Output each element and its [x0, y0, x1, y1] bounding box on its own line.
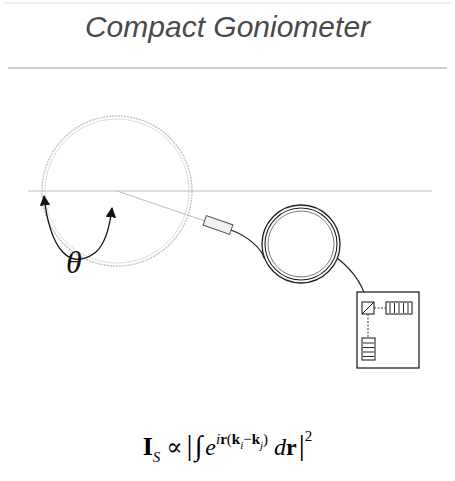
formula-term: − [243, 431, 251, 448]
formula-term: e [205, 434, 216, 461]
fiber-coil [265, 208, 337, 280]
top-rule [4, 3, 451, 4]
title: Compact Goniometer [0, 10, 455, 44]
detector-arm [117, 191, 205, 221]
formula-term: 2 [305, 428, 313, 445]
formula-term: k [232, 431, 240, 448]
formula-term: ∝ [166, 433, 182, 461]
formula-term: S [153, 449, 161, 466]
optical-path [368, 314, 369, 338]
formula-term: I [143, 432, 153, 462]
fiber-probe [203, 216, 233, 235]
fiber-coil [262, 205, 340, 283]
formula-term: r [220, 431, 227, 448]
formula-term: ∫ [195, 430, 203, 462]
formula-term: k [252, 431, 260, 448]
formula-term: i [216, 431, 220, 448]
angle-label: θ [66, 244, 82, 281]
formula-term: i [240, 439, 243, 451]
title-rule [8, 68, 447, 69]
formula-term: | [187, 428, 193, 462]
optical-path [374, 308, 386, 309]
beam-splitter [362, 302, 374, 314]
detector-box [357, 292, 419, 368]
fiber-coil [268, 211, 334, 277]
angle-symbol: θ [66, 244, 82, 280]
fiber [231, 230, 264, 258]
formula-term: ) [263, 431, 268, 448]
formula-term: | [299, 428, 305, 462]
formula-term: j [260, 439, 263, 451]
laser [386, 302, 412, 314]
formula-term: ( [227, 431, 232, 448]
scattering-formula: IS∝|∫eir(ki−kj)dr|2 [0, 428, 455, 462]
formula-term: d [274, 434, 286, 461]
photodetector [362, 338, 375, 360]
formula-term: r [286, 434, 297, 461]
beam-axis [28, 191, 432, 192]
